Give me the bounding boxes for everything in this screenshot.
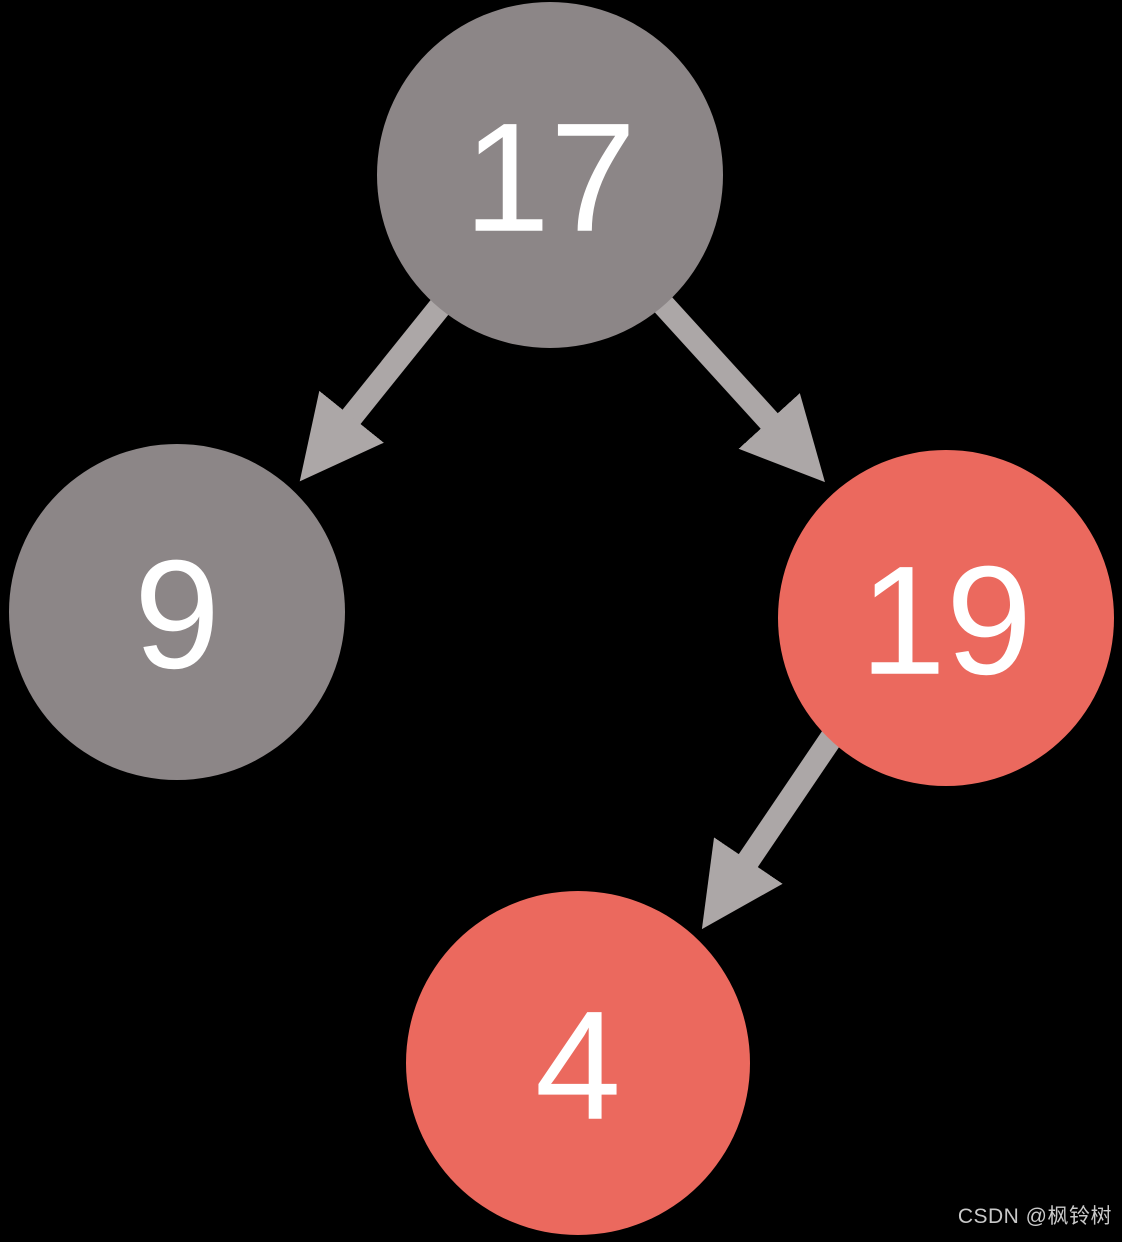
tree-node-19: 19	[778, 450, 1114, 786]
node-17-label: 17	[464, 91, 636, 264]
edge-17-to-9	[299, 295, 452, 482]
node-19-circle	[778, 450, 1114, 786]
node-4-circle	[406, 891, 750, 1235]
node-9-label: 9	[134, 528, 220, 701]
tree-node-17: 17	[377, 2, 723, 348]
edge-19-to-4	[701, 730, 842, 930]
edge-17-to-19	[651, 293, 825, 483]
tree-node-4: 4	[406, 891, 750, 1235]
node-9-circle	[9, 444, 345, 780]
node-4-label: 4	[535, 979, 621, 1152]
tree-edges	[299, 293, 842, 930]
tree-node-9: 9	[9, 444, 345, 780]
node-17-circle	[377, 2, 723, 348]
node-19-label: 19	[860, 534, 1032, 707]
csdn-watermark: CSDN @枫铃树	[957, 1205, 1112, 1228]
